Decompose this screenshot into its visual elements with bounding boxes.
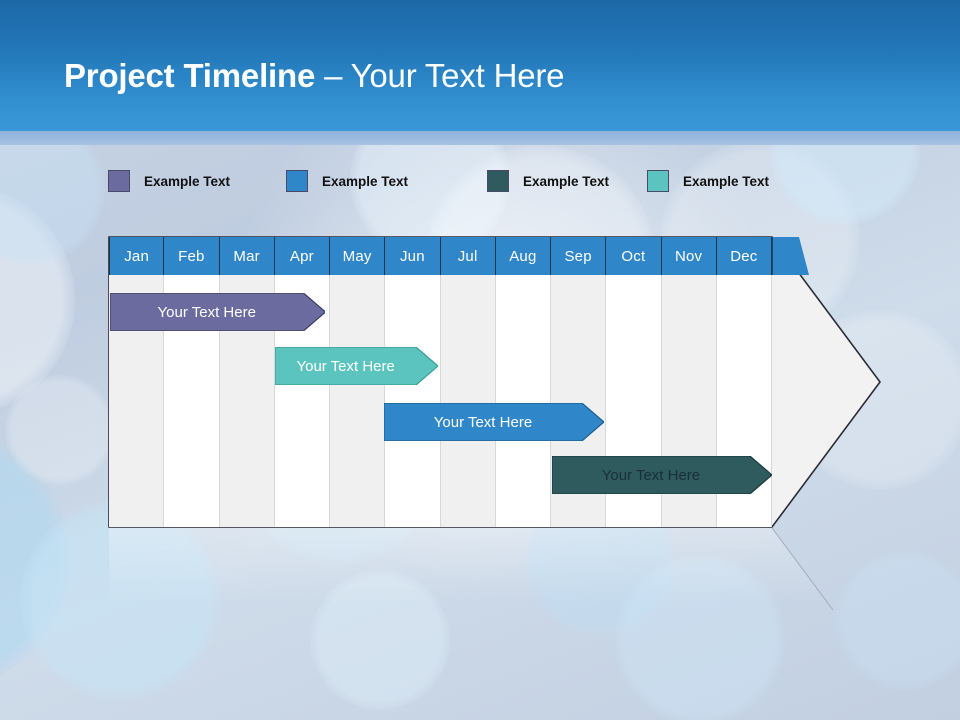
- column-divider: [329, 275, 330, 527]
- legend-item-label: Example Text: [322, 173, 409, 189]
- month-column-jul: Jul: [440, 237, 496, 527]
- month-header-jun[interactable]: Jun: [385, 237, 441, 275]
- column-divider: [660, 275, 662, 527]
- legend: Example Text Example Text Example Text Exam…: [108, 167, 828, 195]
- month-column-aug: Aug: [495, 237, 551, 527]
- month-header-sep[interactable]: Sep: [551, 237, 607, 275]
- column-divider: [550, 275, 551, 527]
- page-title: Project Timeline – Your Text Here: [64, 57, 564, 95]
- title-banner: [0, 0, 960, 131]
- task-bar-label: Your Text Here: [296, 357, 395, 375]
- legend-swatch-icon: [647, 170, 669, 192]
- task-bar-2[interactable]: Your Text Here: [384, 403, 604, 441]
- legend-swatch-icon: [108, 170, 130, 192]
- legend-item-1[interactable]: Example Text: [286, 167, 408, 195]
- column-divider: [384, 275, 386, 527]
- legend-item-3[interactable]: Example Text: [647, 167, 769, 195]
- task-bar-shape: Your Text Here: [275, 347, 439, 385]
- month-header-aug[interactable]: Aug: [495, 237, 551, 275]
- month-column-feb: Feb: [164, 237, 220, 527]
- task-bar-label: Your Text Here: [601, 466, 701, 484]
- month-header-jul[interactable]: Jul: [440, 237, 496, 275]
- task-bar-1[interactable]: Your Text Here: [275, 347, 439, 385]
- column-divider: [715, 275, 717, 527]
- task-bar-label: Your Text Here: [433, 413, 533, 431]
- legend-item-label: Example Text: [683, 173, 770, 189]
- month-column-jan: Jan: [109, 237, 165, 527]
- column-divider: [494, 275, 496, 527]
- month-column-mar: Mar: [219, 237, 275, 527]
- month-header-oct[interactable]: Oct: [606, 237, 662, 275]
- legend-item-2[interactable]: Example Text: [487, 167, 609, 195]
- column-divider: [771, 275, 772, 527]
- legend-item-0[interactable]: Example Text: [108, 167, 230, 195]
- month-header-feb[interactable]: Feb: [164, 237, 220, 275]
- legend-item-label: Example Text: [523, 173, 610, 189]
- title-banner-underline: [0, 131, 960, 145]
- task-bar-0[interactable]: Your Text Here: [110, 293, 326, 331]
- legend-swatch-icon: [487, 170, 509, 192]
- month-header-nov[interactable]: Nov: [661, 237, 717, 275]
- task-bar-shape: Your Text Here: [552, 456, 772, 494]
- page-title-strong: Project Timeline: [64, 57, 316, 94]
- legend-item-label: Example Text: [144, 173, 231, 189]
- column-divider: [605, 275, 607, 527]
- month-header-jan[interactable]: Jan: [109, 237, 165, 275]
- task-bar-shape: Your Text Here: [110, 293, 326, 331]
- month-header-may[interactable]: May: [330, 237, 386, 275]
- legend-swatch-icon: [286, 170, 308, 192]
- month-header-apr[interactable]: Apr: [274, 237, 330, 275]
- task-bar-shape: Your Text Here: [384, 403, 604, 441]
- column-divider: [439, 275, 441, 527]
- task-bar-label: Your Text Here: [157, 303, 256, 321]
- column-divider: [163, 275, 165, 527]
- column-divider: [218, 275, 220, 527]
- page-title-separator: –: [315, 57, 351, 94]
- month-header-dec[interactable]: Dec: [716, 237, 772, 275]
- page-title-rest: Your Text Here: [350, 57, 565, 94]
- task-bar-3[interactable]: Your Text Here: [552, 456, 772, 494]
- month-header-mar[interactable]: Mar: [219, 237, 275, 275]
- column-divider: [273, 275, 275, 527]
